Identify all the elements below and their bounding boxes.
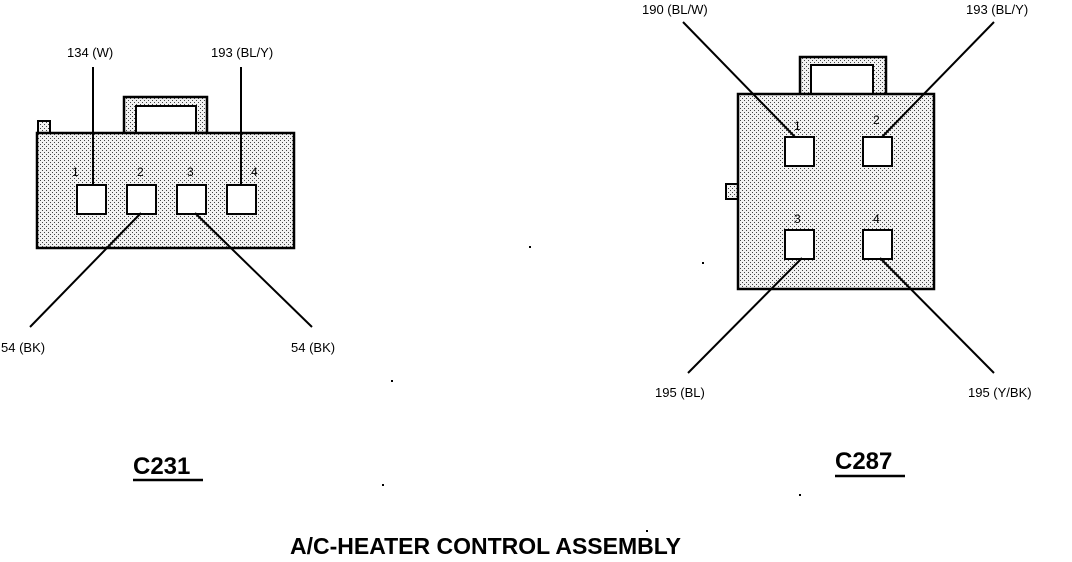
c287-pin-3-leader [687, 257, 803, 374]
c287-pin-1-wire-label: 190 (BL/W) [642, 2, 708, 17]
c231-pin-3-cavity [176, 184, 207, 215]
c287-pin-3-wire-label: 195 (BL) [655, 385, 705, 400]
c231-pin-2-cavity [126, 184, 157, 215]
c287-pin-2-number: 2 [873, 113, 880, 127]
c287-pin-3-number: 3 [794, 212, 801, 226]
c287-key-nub [725, 183, 739, 200]
c231-latch [122, 95, 209, 135]
c287-pin-4-number: 4 [873, 212, 880, 226]
c231-pin-4-cavity [226, 184, 257, 215]
c231-pin-4-number: 4 [251, 165, 258, 179]
c231-pin-3-wire-label: 54 (BK) [291, 340, 335, 355]
scan-specks [382, 246, 801, 532]
c231-pin-4-wire-label: 193 (BL/Y) [211, 45, 273, 60]
c231-connector-name: C231 [133, 453, 190, 480]
c287-pin-1-cavity [784, 136, 815, 167]
c287-latch [798, 55, 888, 97]
c231-pin-2-number: 2 [137, 165, 144, 179]
c231-pin-1-wire-label: 134 (W) [67, 45, 113, 60]
c287-pin-2-leader [881, 21, 995, 138]
c287-pin-4-leader [879, 257, 995, 374]
c287-pin-2-cavity [862, 136, 893, 167]
c287-pin-1-number: 1 [794, 119, 801, 133]
c231-pin-1-number: 1 [72, 165, 79, 179]
c287-housing [736, 92, 936, 291]
c231-key-nub [37, 120, 51, 134]
c287-pin-4-cavity [862, 229, 893, 260]
c287-pin-4-wire-label: 195 (Y/BK) [968, 385, 1032, 400]
connector-c287: 1 2 3 4 190 (BL/W) 193 (BL/Y) 195 (BL) 1… [642, 2, 1032, 478]
c287-connector-name: C287 [835, 448, 892, 475]
diagram-title: A/C-HEATER CONTROL ASSEMBLY [290, 533, 681, 559]
c231-pin-1-cavity [76, 184, 107, 215]
c231-pin-2-wire-label: 54 (BK) [1, 340, 45, 355]
c287-pin-2-wire-label: 193 (BL/Y) [966, 2, 1028, 17]
c287-pin-3-cavity [784, 229, 815, 260]
c231-pin-2-leader [29, 212, 142, 328]
c287-pin-1-leader [682, 21, 796, 138]
c231-pin-3-leader [194, 212, 313, 328]
c231-pin-3-number: 3 [187, 165, 194, 179]
connector-c231: 1 2 3 4 134 (W) 193 (BL/Y) 54 (BK) 54 (B… [1, 45, 335, 482]
